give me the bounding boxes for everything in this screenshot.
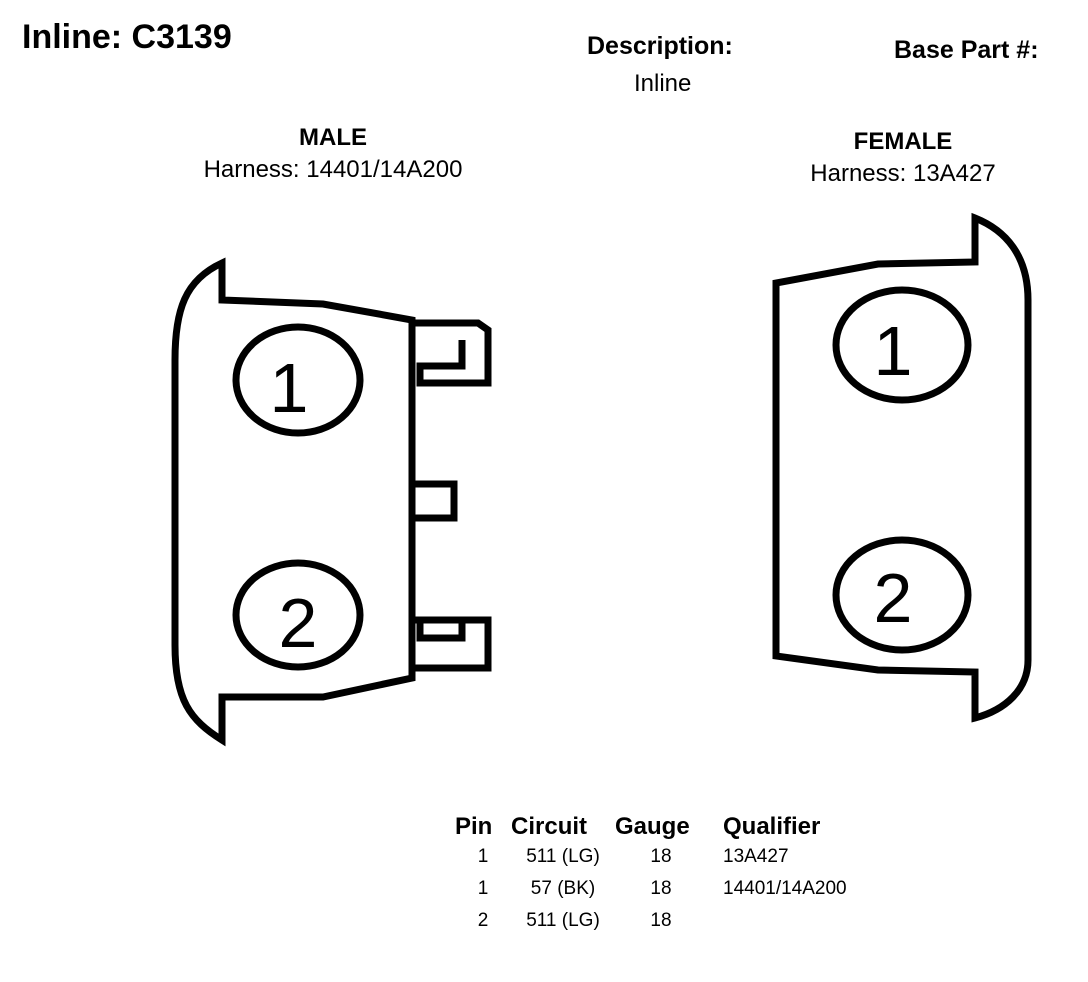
header-qualifier: Qualifier — [723, 813, 821, 840]
description-label: Description: — [587, 32, 733, 60]
cell-qualifier: 14401/14A200 — [723, 878, 847, 899]
male-connector-body — [171, 257, 416, 747]
connector-title: Inline: C3139 — [22, 18, 232, 56]
female-title: FEMALE — [853, 128, 953, 155]
cell-circuit: 511 (LG) — [526, 910, 600, 931]
pin-table: Pin Circuit Gauge Qualifier 1 511 (LG) 1… — [455, 813, 909, 937]
cell-circuit: 57 (BK) — [530, 878, 596, 899]
male-pin-2-circle — [232, 559, 364, 671]
table-row: 1 511 (LG) 18 13A427 — [455, 841, 909, 873]
pin-table-header: Pin Circuit Gauge Qualifier — [455, 813, 909, 841]
header-pin: Pin — [455, 813, 493, 840]
female-pin-1-circle — [832, 286, 972, 404]
cell-gauge: 18 — [650, 910, 672, 931]
male-title: MALE — [299, 124, 367, 151]
female-pin-2-circle — [832, 536, 972, 654]
cell-gauge: 18 — [650, 846, 672, 867]
cell-pin: 1 — [477, 878, 489, 899]
female-connector-body — [772, 212, 1032, 723]
cell-pin: 2 — [477, 910, 489, 931]
male-pin-2-label: 2 — [279, 584, 318, 662]
table-row: 2 511 (LG) 18 — [455, 905, 909, 937]
female-harness: Harness: 13A427 — [810, 160, 996, 187]
cell-qualifier — [707, 905, 909, 937]
female-pin-1-label: 1 — [874, 312, 913, 390]
male-pin-1-circle — [232, 323, 364, 437]
base-part-label: Base Part #: — [894, 36, 1039, 64]
header-circuit: Circuit — [511, 813, 588, 840]
header-gauge: Gauge — [615, 813, 690, 840]
male-key — [412, 480, 458, 522]
cell-pin: 1 — [477, 846, 489, 867]
male-latch-bottom — [412, 616, 492, 672]
female-connector — [772, 212, 1032, 723]
cell-qualifier: 13A427 — [723, 846, 789, 867]
cell-gauge: 18 — [650, 878, 672, 899]
male-harness: Harness: 14401/14A200 — [203, 156, 463, 183]
female-pin-2-label: 2 — [874, 559, 913, 637]
male-latch-top — [412, 319, 492, 387]
male-connector — [171, 257, 492, 747]
cell-circuit: 511 (LG) — [526, 846, 600, 867]
table-row: 1 57 (BK) 18 14401/14A200 — [455, 873, 909, 905]
male-pin-1-label: 1 — [270, 349, 309, 427]
description-value: Inline — [634, 70, 692, 97]
